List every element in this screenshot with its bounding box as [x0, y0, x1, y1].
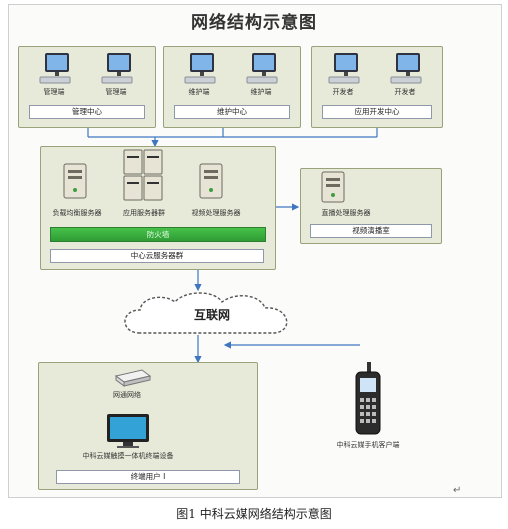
device-label: 开发者 [332, 88, 354, 96]
server-icon [321, 171, 345, 203]
group-label: 管理中心 [29, 105, 145, 119]
computer-icon [390, 53, 422, 84]
figure-caption: 图1 中科云媒网络结构示意图 [176, 507, 332, 521]
cloud-icon [124, 292, 288, 334]
device-label: 管理端 [43, 88, 65, 96]
monitor-icon [107, 414, 149, 448]
server-icon [63, 163, 87, 199]
management-center-group: 管理端 管理端 管理中心 [18, 46, 156, 128]
cursor-mark: ↵ [453, 485, 462, 496]
device-label: 维护端 [188, 88, 210, 96]
server-label: 应用服务器群 [123, 209, 165, 217]
gateway-label: 网通网络 [113, 391, 141, 399]
firewall-bar: 防火墙 [50, 227, 266, 242]
computer-icon [101, 53, 133, 84]
server-label: 直播处理服务器 [321, 209, 371, 217]
device-label: 管理端 [105, 88, 127, 96]
router-icon [114, 369, 152, 387]
group-label: 中心云服务器群 [50, 249, 264, 263]
server-rack-icon [123, 149, 163, 201]
server-label: 负载均衡服务器 [52, 209, 102, 217]
diagram-title: 网络结构示意图 [191, 13, 317, 33]
server-icon [199, 163, 223, 199]
computer-icon [328, 53, 360, 84]
device-label: 开发者 [394, 88, 416, 96]
devcenter-group: 开发者 开发者 应用开发中心 [311, 46, 443, 128]
device-label: 中科云媒触摸一体机终端设备 [82, 452, 174, 460]
device-label: 维护端 [250, 88, 272, 96]
computer-icon [184, 53, 216, 84]
mobile-client-label: 中科云媒手机客户端 [336, 441, 400, 449]
computer-icon [39, 53, 71, 84]
group-label: 视频演播室 [310, 224, 432, 238]
internet-label: 互联网 [193, 308, 230, 322]
maintenance-center-group: 维护端 维护端 维护中心 [163, 46, 301, 128]
group-label: 维护中心 [174, 105, 290, 119]
group-label: 终端用户 I [56, 470, 240, 484]
server-label: 视频处理服务器 [191, 209, 241, 217]
computer-icon [246, 53, 278, 84]
group-label: 应用开发中心 [322, 105, 432, 119]
mobile-phone-icon [355, 362, 381, 435]
